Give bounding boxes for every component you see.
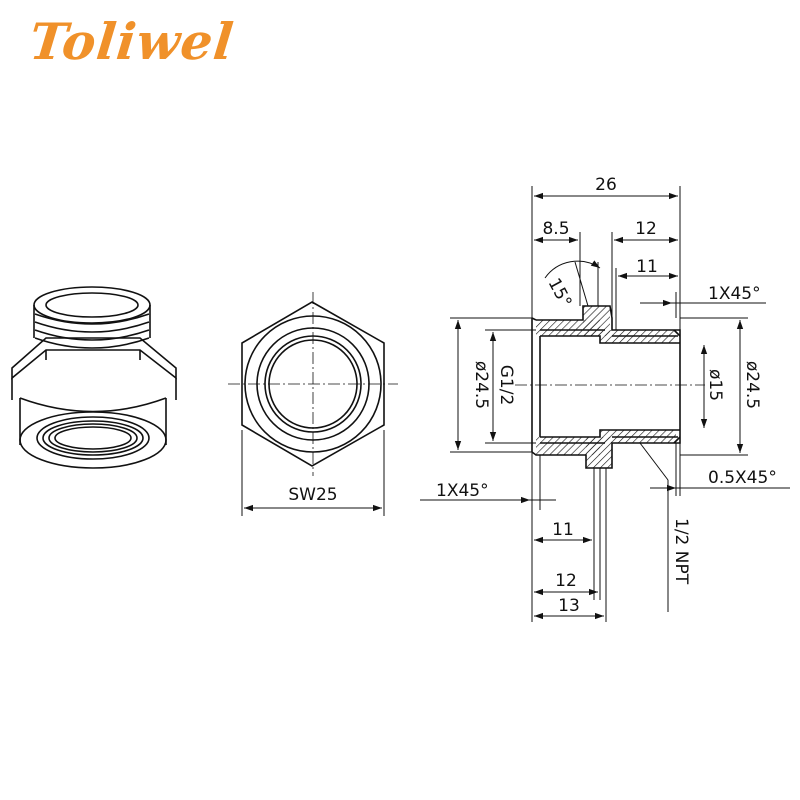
dim-flange-left: 8.5 — [542, 219, 569, 239]
dim-chamfer-bottom-right: 0.5X45° — [708, 468, 777, 488]
dim-right-bore: ø15 — [705, 369, 725, 401]
dim-left-length-13: 13 — [558, 596, 580, 616]
dim-left-thread-length: 11 — [552, 520, 574, 540]
dim-right-section: 12 — [635, 219, 657, 239]
hex-view-centerlines — [228, 292, 398, 476]
dim-right-diameter: ø24.5 — [742, 361, 762, 409]
dim-left-thread: G1/2 — [496, 365, 516, 406]
section-hatching — [536, 306, 676, 468]
dim-overall-length: 26 — [595, 175, 617, 195]
dim-chamfer-top-right: 1X45° — [708, 284, 761, 304]
dim-right-thread: 11 — [636, 257, 658, 277]
isometric-fitting-view — [11, 286, 177, 469]
dim-right-thread-callout: 1/2 NPT — [671, 518, 691, 585]
dim-chamfer-angle: 15° — [544, 275, 576, 311]
dim-chamfer-bottom-left: 1X45° — [436, 481, 489, 501]
sw25-label: SW25 — [288, 485, 337, 505]
dim-left-diameter: ø24.5 — [471, 361, 491, 409]
sw25-dimension — [241, 430, 385, 516]
section-dimension-lines — [420, 186, 790, 622]
dim-left-length-12: 12 — [555, 571, 577, 591]
